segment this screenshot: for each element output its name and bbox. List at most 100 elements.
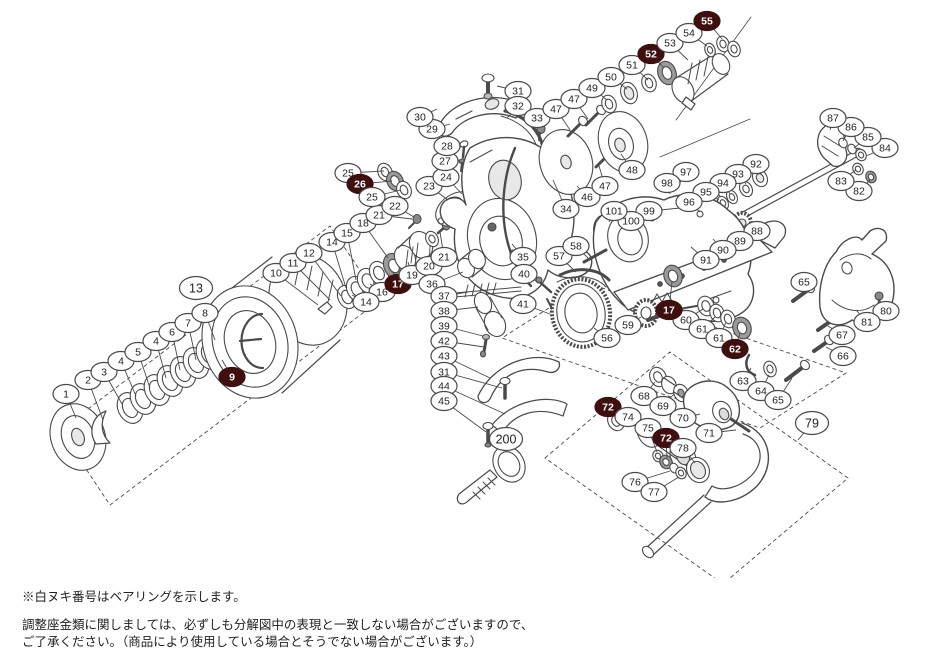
svg-text:101: 101 xyxy=(605,206,623,218)
part-balloon-80: 80 xyxy=(872,300,900,322)
washer-disclaimer: 調整座金類に関しましては、必ずしも分解図中の表現と一致しない場合がございますので… xyxy=(22,617,533,651)
part-balloon-52: 52 xyxy=(637,43,665,65)
part-balloon-12: 12 xyxy=(295,242,323,264)
svg-text:43: 43 xyxy=(438,351,450,363)
svg-text:16: 16 xyxy=(376,287,388,299)
svg-text:17: 17 xyxy=(392,279,404,291)
svg-text:95: 95 xyxy=(700,187,712,199)
svg-text:100: 100 xyxy=(622,216,640,228)
part-balloon-81: 81 xyxy=(853,311,881,333)
svg-text:84: 84 xyxy=(879,143,891,155)
svg-text:18: 18 xyxy=(357,218,369,230)
svg-text:47: 47 xyxy=(550,104,562,116)
part-balloon-41: 41 xyxy=(509,293,537,315)
part-balloon-91: 91 xyxy=(692,249,720,271)
svg-text:42: 42 xyxy=(438,336,450,348)
part-balloon-35: 35 xyxy=(509,246,537,268)
svg-text:9: 9 xyxy=(229,372,235,384)
part-balloon-48: 48 xyxy=(618,159,646,181)
svg-text:8: 8 xyxy=(202,308,208,320)
part-balloon-87: 87 xyxy=(819,107,847,129)
svg-text:33: 33 xyxy=(531,113,543,125)
svg-text:49: 49 xyxy=(586,83,598,95)
svg-text:200: 200 xyxy=(496,433,517,447)
part-balloon-83: 83 xyxy=(827,170,855,192)
svg-text:78: 78 xyxy=(677,443,689,455)
part-balloon-14: 14 xyxy=(352,291,380,313)
part-balloon-71: 71 xyxy=(695,422,723,444)
part-balloon-27: 27 xyxy=(431,150,459,172)
svg-text:14: 14 xyxy=(326,237,338,249)
svg-text:52: 52 xyxy=(645,49,657,61)
part-balloon-40: 40 xyxy=(510,263,538,285)
svg-text:91: 91 xyxy=(700,255,712,267)
svg-text:35: 35 xyxy=(517,252,529,264)
svg-text:4: 4 xyxy=(153,336,159,348)
part-balloon-9: 9 xyxy=(218,366,246,388)
part-balloon-49: 49 xyxy=(578,77,606,99)
part-balloon-45: 45 xyxy=(430,390,458,412)
part-balloon-51: 51 xyxy=(618,54,646,76)
svg-text:60: 60 xyxy=(680,315,692,327)
part-balloon-98: 98 xyxy=(653,172,681,194)
svg-text:11: 11 xyxy=(288,258,299,270)
part-balloon-67: 67 xyxy=(828,324,856,346)
part-balloon-25: 25 xyxy=(358,186,386,208)
svg-text:48: 48 xyxy=(626,165,638,177)
svg-text:32: 32 xyxy=(512,101,524,113)
part-balloon-54: 54 xyxy=(675,22,703,44)
svg-text:4: 4 xyxy=(118,356,124,368)
svg-text:81: 81 xyxy=(861,317,873,329)
svg-text:3: 3 xyxy=(101,367,107,379)
svg-text:93: 93 xyxy=(732,169,744,181)
part-balloon-59: 59 xyxy=(614,314,642,336)
parts-diagram: 1234546781391011121415182122252625232427… xyxy=(49,10,900,578)
svg-text:2: 2 xyxy=(85,375,91,387)
svg-text:92: 92 xyxy=(750,159,762,171)
svg-text:77: 77 xyxy=(648,487,660,499)
svg-text:64: 64 xyxy=(755,386,767,398)
part-balloon-55: 55 xyxy=(693,10,721,32)
part-balloon-70: 70 xyxy=(669,407,697,429)
svg-text:72: 72 xyxy=(602,402,614,414)
svg-text:50: 50 xyxy=(605,72,617,84)
svg-text:37: 37 xyxy=(438,291,450,303)
svg-text:25: 25 xyxy=(342,168,354,180)
svg-text:47: 47 xyxy=(568,94,580,106)
washer-disclaimer-line1: 調整座金類に関しましては、必ずしも分解図中の表現と一致しない場合がございますので… xyxy=(22,618,534,632)
svg-text:31: 31 xyxy=(512,86,524,98)
part-balloon-79: 79 xyxy=(794,410,830,436)
svg-text:31: 31 xyxy=(438,367,450,379)
svg-text:24: 24 xyxy=(440,172,452,184)
svg-text:5: 5 xyxy=(135,347,141,359)
svg-text:99: 99 xyxy=(643,206,655,218)
svg-text:54: 54 xyxy=(683,28,695,40)
svg-text:14: 14 xyxy=(360,297,372,309)
svg-text:26: 26 xyxy=(354,179,366,191)
svg-text:69: 69 xyxy=(657,401,669,413)
svg-text:83: 83 xyxy=(835,176,847,188)
part-balloon-44: 44 xyxy=(430,375,458,397)
svg-text:90: 90 xyxy=(717,245,729,257)
svg-text:40: 40 xyxy=(518,269,530,281)
part-balloon-78: 78 xyxy=(669,437,697,459)
svg-text:67: 67 xyxy=(836,330,848,342)
part-balloon-77: 77 xyxy=(640,481,668,503)
svg-text:30: 30 xyxy=(414,112,426,124)
svg-text:80: 80 xyxy=(880,306,892,318)
svg-text:7: 7 xyxy=(185,318,191,330)
svg-text:58: 58 xyxy=(570,241,582,253)
part-balloon-56: 56 xyxy=(593,327,621,349)
washer-disclaimer-line2: ご了承ください。（商品により使用している場合とそうでない場合がございます。） xyxy=(22,635,483,649)
part-balloon-39: 39 xyxy=(430,315,458,337)
svg-text:61: 61 xyxy=(696,324,708,336)
svg-text:6: 6 xyxy=(169,327,175,339)
svg-text:19: 19 xyxy=(406,270,418,282)
part-balloon-28: 28 xyxy=(433,135,461,157)
svg-text:63: 63 xyxy=(737,376,749,388)
svg-text:98: 98 xyxy=(661,178,673,190)
svg-text:46: 46 xyxy=(581,192,593,204)
svg-text:56: 56 xyxy=(601,333,613,345)
part-balloon-66: 66 xyxy=(829,345,857,367)
part-balloon-76: 76 xyxy=(621,471,649,493)
